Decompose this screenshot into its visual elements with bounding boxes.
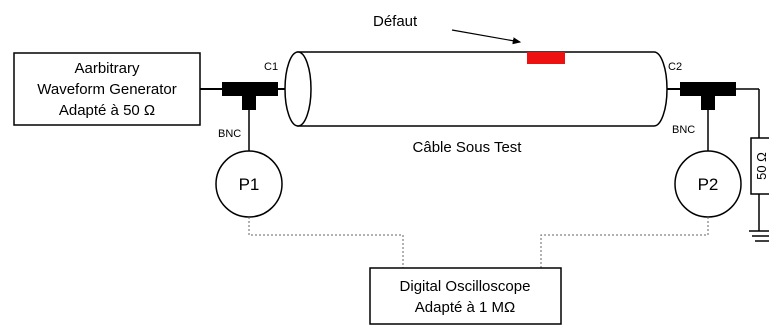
probe-p1-label: P1 [239,175,260,194]
defect-arrow [451,29,522,45]
probe-wire-p2 [540,217,709,268]
generator-line-2: Waveform Generator [37,81,177,98]
digital-oscilloscope: Digital Oscilloscope Adapté à 1 MΩ [369,267,562,325]
c2-label: C2 [668,61,682,73]
probe-p1: P1 [215,150,283,218]
termination-label: 50 Ω [754,152,769,180]
oscilloscope-box [369,267,562,325]
c1-label: C1 [264,61,278,73]
cable-label: Câble Sous Test [413,139,523,156]
tee-connector-right [680,82,736,110]
oscilloscope-line-1: Digital Oscilloscope [400,278,531,295]
termination-resistor [750,137,769,195]
defect-label: Défaut [373,13,418,30]
defect-marker [527,52,565,64]
cable-under-test [284,51,668,127]
generator-box [13,52,201,126]
tee-connector-left [222,82,278,110]
bnc-label-right: BNC [672,124,695,136]
generator-line-3: Adapté à 50 Ω [59,102,155,119]
oscilloscope-line-2: Adapté à 1 MΩ [415,299,515,316]
bnc-label-left: BNC [218,128,241,140]
waveform-generator: Aarbitrary Waveform Generator Adapté à 5… [13,52,201,126]
probe-p2-label: P2 [698,175,719,194]
ground-icon [749,230,769,242]
probe-p2: P2 [674,150,742,218]
generator-line-1: Aarbitrary [74,60,140,77]
probe-wire-p1 [248,217,404,268]
